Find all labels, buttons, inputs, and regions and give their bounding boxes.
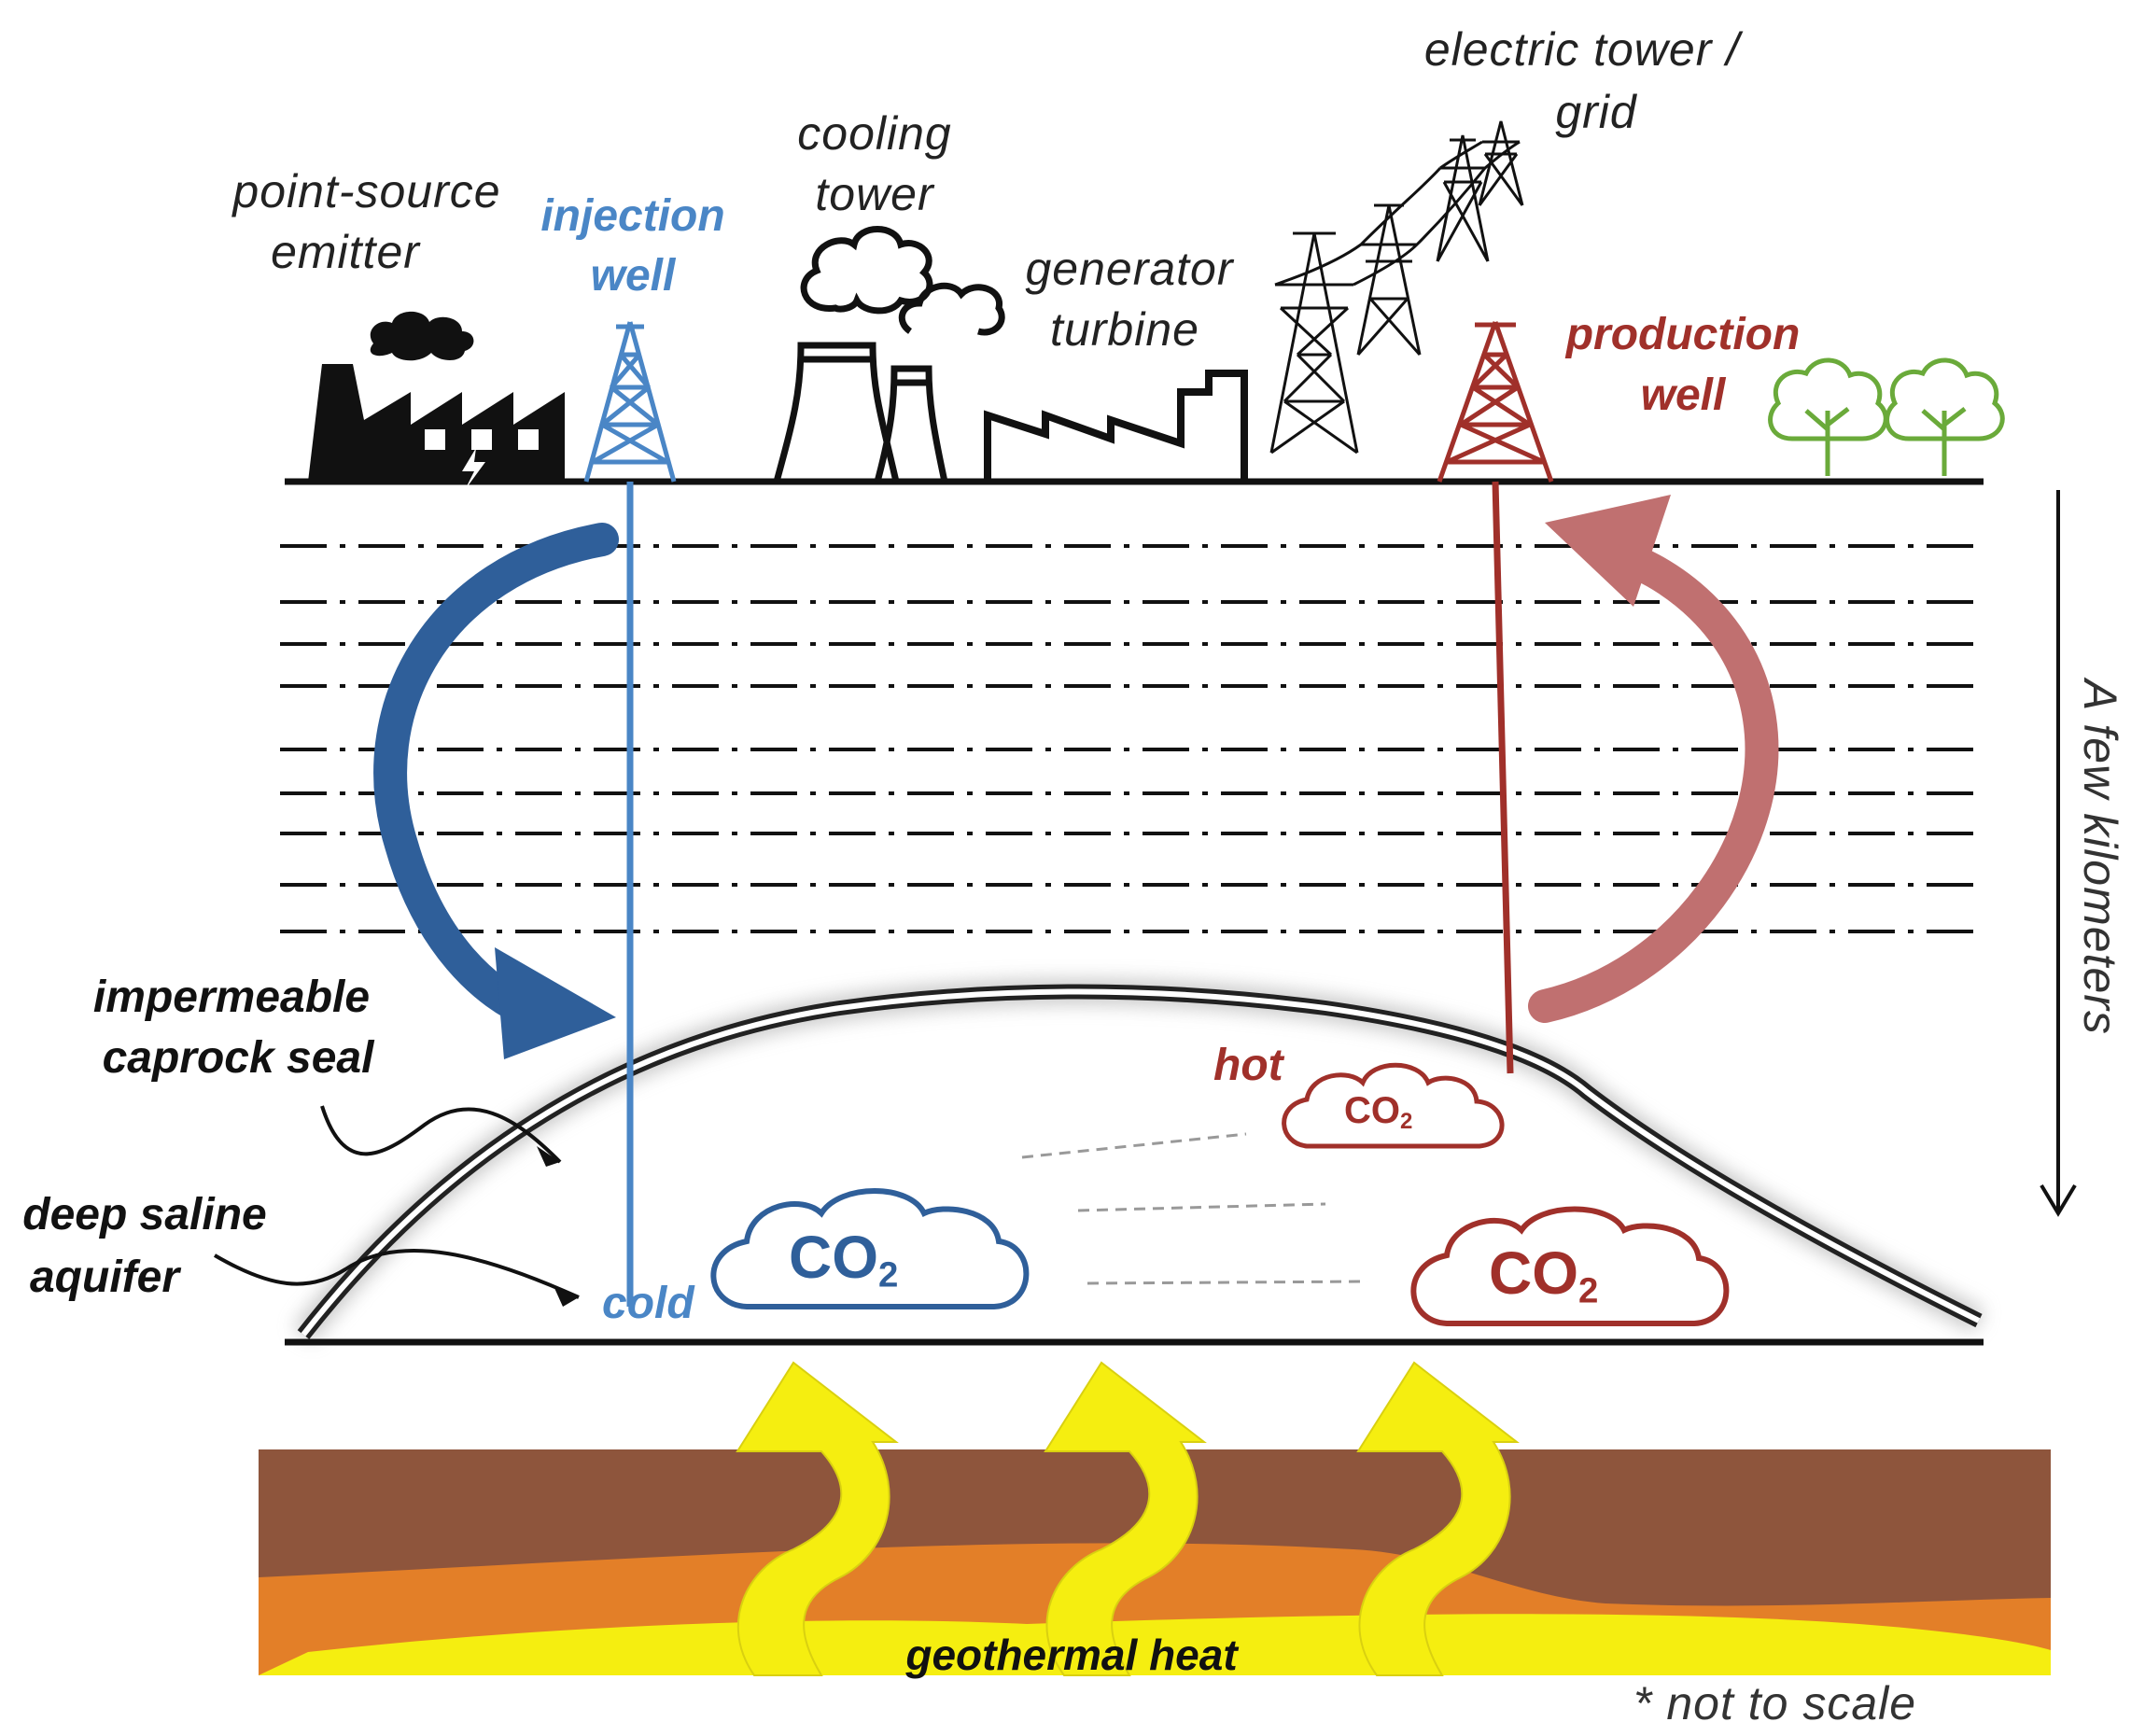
cooling-tower-label-line1: cooling [797, 107, 952, 160]
point-source-label-line1: point-source [232, 165, 501, 217]
trees-icon [1768, 357, 2005, 476]
generator-turbine-label-line2: turbine [1050, 303, 1199, 356]
depth-label: A few kilometers [2074, 679, 2126, 1035]
hot-label: hot [1213, 1041, 1283, 1090]
caprock-seal-inner [301, 988, 1981, 1337]
co2-label-cold: CO2 [789, 1224, 899, 1295]
generator-turbine-label-line1: generator [1025, 243, 1234, 295]
injection-well-label-line2: well [590, 251, 676, 301]
production-well-label-line2: well [1640, 371, 1726, 420]
aquifer-flow-lines [1021, 1132, 1368, 1285]
caprock-label-line2: caprock seal [102, 1033, 374, 1083]
co2-cloud-red [1410, 1206, 1730, 1326]
cooling-tower-icon [773, 226, 1005, 483]
production-well-pipe [1492, 481, 1514, 1074]
electric-tower-icon [1269, 120, 1524, 455]
co2-cloud-blue [710, 1188, 1030, 1309]
generator-turbine-icon [984, 370, 1248, 482]
caprock-label-line1: impermeable [92, 973, 371, 1022]
cold-label: cold [602, 1279, 694, 1328]
heat-arrows [736, 1361, 1520, 1676]
geothermal-heat-label: geothermal heat [905, 1631, 1238, 1679]
point-source-label-line2: emitter [271, 226, 420, 278]
caprock-pointer [320, 1105, 562, 1164]
injection-derrick-icon [583, 321, 677, 483]
production-derrick-icon [1437, 321, 1554, 483]
caprock-pointer-head [537, 1146, 560, 1167]
aquifer-pointer-head [554, 1288, 579, 1307]
co2-label-hot: CO2 [1344, 1090, 1413, 1134]
electric-tower-label-line2: grid [1555, 86, 1637, 138]
depth-arrow [2040, 490, 2077, 1217]
cooling-tower-label-line2: tower [815, 168, 934, 220]
co2-label-warm: CO2 [1489, 1239, 1599, 1311]
aquifer-pointer [213, 1248, 580, 1299]
co2-cloud-hot [1282, 1062, 1505, 1149]
injection-well-label-line1: injection [540, 191, 725, 241]
production-well-label-line1: production [1565, 310, 1801, 359]
aquifer-label-line2: aquifer [29, 1253, 180, 1302]
electric-tower-label-line1: electric tower / [1423, 23, 1741, 76]
factory-icon [308, 311, 565, 490]
production-flow-arrow [1528, 495, 1779, 1023]
injection-flow-arrow [373, 523, 619, 1059]
not-to-scale-note: * not to scale [1633, 1677, 1917, 1729]
aquifer-label-line1: deep saline [22, 1190, 267, 1239]
